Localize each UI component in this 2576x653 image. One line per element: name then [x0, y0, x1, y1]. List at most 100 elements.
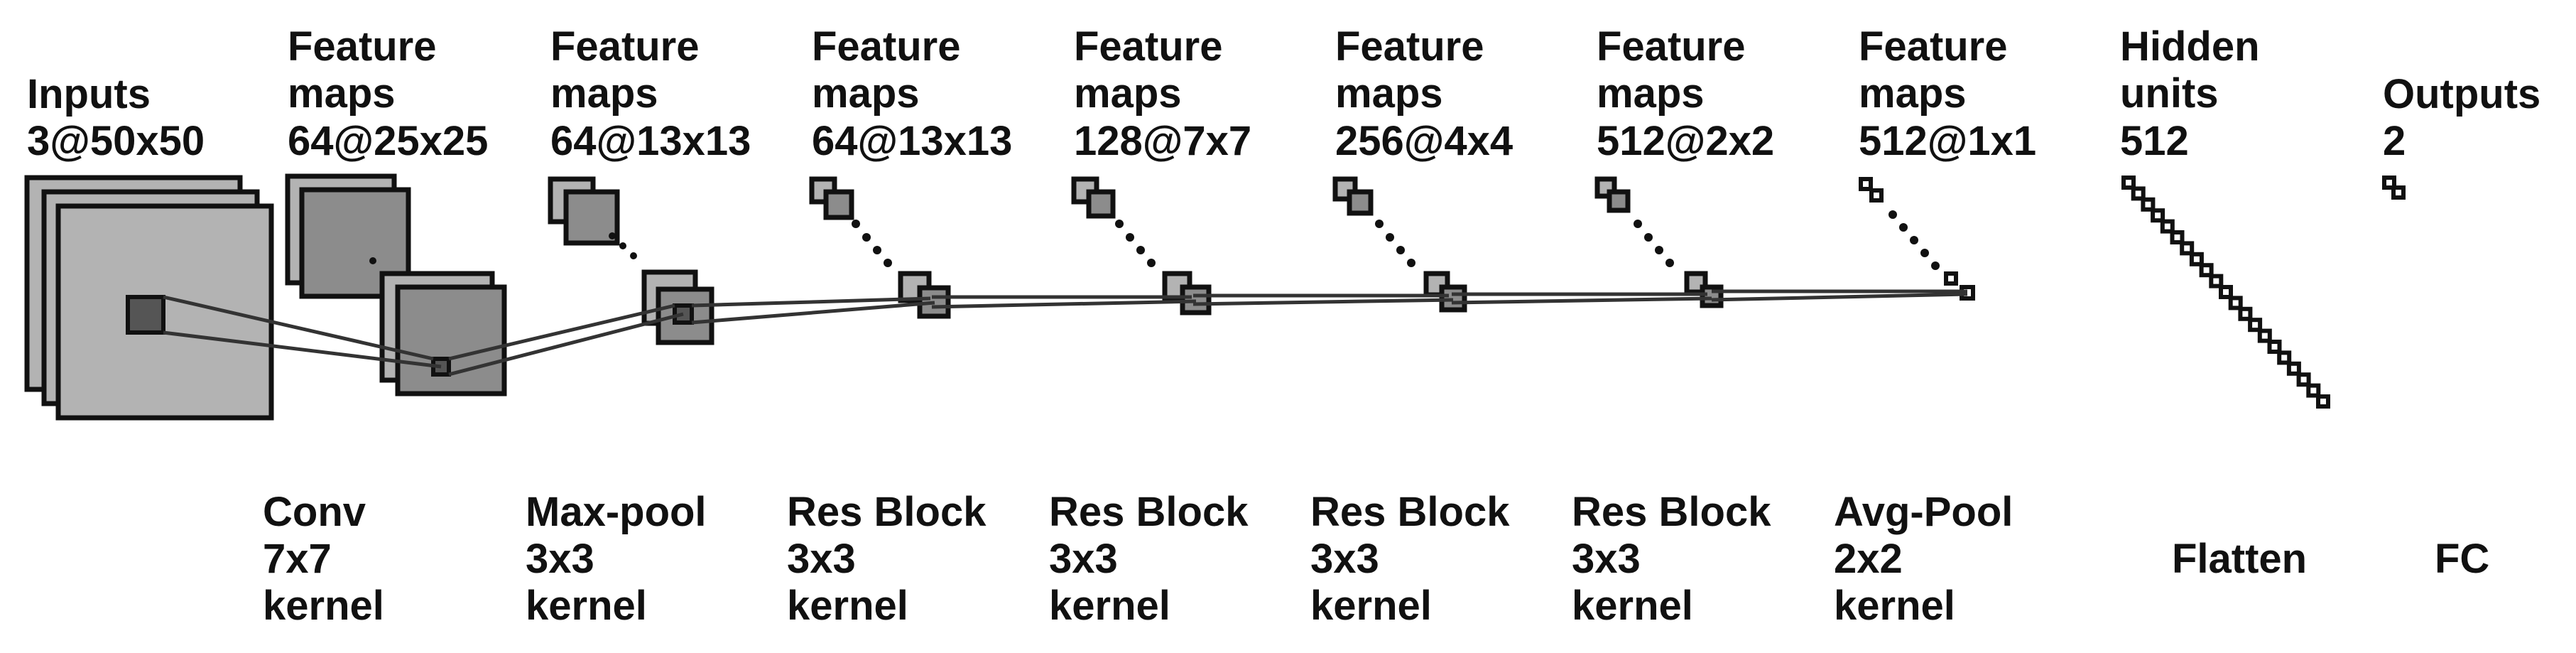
- connection-line: [1451, 296, 1712, 305]
- ellipsis-dot: [1888, 210, 1897, 219]
- ellipsis-dot: [884, 259, 892, 267]
- feature-map: [563, 189, 620, 246]
- fm6-title-line3: 512@2x2: [1597, 118, 1774, 164]
- feature-unit: [1869, 188, 1884, 203]
- fm4-title-line3: 128@7x7: [1074, 118, 1251, 164]
- connection-lines: [163, 289, 1968, 377]
- hidden-unit: [2209, 274, 2224, 288]
- avgpool-label-line2: 2x2: [1834, 536, 1903, 582]
- hidden-unit: [2316, 394, 2330, 409]
- hidden-unit: [2257, 328, 2272, 343]
- hidden-unit: [2170, 230, 2185, 244]
- res4-label-line2: 3x3: [1572, 536, 1641, 582]
- ellipsis-dot: [1115, 220, 1124, 228]
- ellipsis-dot: [1386, 233, 1394, 242]
- res3-label-line2: 3x3: [1310, 536, 1379, 582]
- hidden-title-line2: units: [2120, 70, 2219, 117]
- ellipsis-dot: [1126, 233, 1134, 242]
- connection-line: [163, 295, 434, 361]
- connection-line: [1711, 292, 1968, 302]
- fm5-title-line2: maps: [1335, 70, 1443, 117]
- hidden-unit: [2131, 186, 2146, 201]
- res1-label-line2: 3x3: [787, 536, 856, 582]
- fm3-stack: [809, 176, 951, 319]
- outputs-title-line1: Outputs: [2383, 71, 2540, 117]
- input-stack: [24, 175, 274, 421]
- outputs-title-line2: 2: [2383, 118, 2406, 164]
- ellipsis-dot: [1396, 246, 1405, 254]
- hidden-unit: [2277, 350, 2292, 365]
- hidden-unit: [2219, 285, 2233, 299]
- layer-titles: Inputs 3@50x50 Feature maps 64@25x25 Fea…: [27, 23, 2540, 164]
- conv-label-line2: 7x7: [263, 536, 332, 582]
- fm2-title-line3: 64@13x13: [550, 118, 751, 164]
- ellipsis-dot: [1634, 220, 1642, 228]
- hidden-unit: [2141, 197, 2156, 212]
- res2-label-line1: Res Block: [1049, 489, 1249, 535]
- inputs-title-line2: 3@50x50: [27, 118, 205, 164]
- feature-map: [1347, 189, 1374, 216]
- hidden-unit: [2121, 176, 2136, 190]
- ellipsis-dot: [609, 232, 616, 239]
- ellipsis-dot: [1899, 223, 1908, 232]
- hidden-unit: [2248, 318, 2263, 333]
- hidden-unit: [2199, 263, 2214, 278]
- connection-line: [691, 301, 935, 325]
- hidden-title-line3: 512: [2120, 118, 2189, 164]
- res3-label-line1: Res Block: [1310, 489, 1510, 535]
- fm7-title-line2: maps: [1859, 70, 1967, 117]
- fm7-stack: [1859, 177, 1975, 301]
- fm1-title-line1: Feature: [288, 23, 437, 70]
- ellipsis-dot: [1920, 249, 1929, 257]
- res3-label-line3: kernel: [1310, 583, 1432, 629]
- fm6-title-line1: Feature: [1597, 23, 1746, 70]
- conv-label-line3: kernel: [263, 583, 384, 629]
- maxpool-label-line1: Max-pool: [526, 489, 707, 535]
- fm4-title-line1: Feature: [1074, 23, 1223, 70]
- hidden-title-line1: Hidden: [2120, 23, 2260, 70]
- ellipsis-dot: [1375, 220, 1384, 228]
- ellipsis-dot: [1665, 259, 1674, 267]
- avgpool-label-line1: Avg-Pool: [1834, 489, 2013, 535]
- hidden-unit: [2306, 383, 2321, 398]
- connection-line: [448, 303, 675, 361]
- output-unit: [2391, 185, 2406, 200]
- ellipsis-dot: [1147, 259, 1156, 267]
- hidden-unit: [2189, 252, 2204, 266]
- fm4-title-line2: maps: [1074, 70, 1182, 117]
- ellipsis-dot: [369, 257, 376, 264]
- ellipsis-dot: [630, 252, 637, 259]
- fm4-stack: [1071, 176, 1212, 315]
- res1-label-line3: kernel: [787, 583, 908, 629]
- res4-label-line1: Res Block: [1572, 489, 1771, 535]
- fm5-title-line1: Feature: [1335, 23, 1484, 70]
- maxpool-label-line2: 3x3: [526, 536, 594, 582]
- fm7-title-line3: 512@1x1: [1859, 118, 2036, 164]
- fc-label: FC: [2435, 536, 2489, 582]
- fm5-title-line3: 256@4x4: [1335, 118, 1513, 164]
- fm6-stack: [1594, 176, 1724, 308]
- feature-map: [395, 284, 507, 396]
- hidden-unit: [2238, 306, 2253, 321]
- feature-map: [1332, 176, 1358, 202]
- connection-line: [1192, 298, 1454, 306]
- conv-label-line1: Conv: [263, 489, 366, 535]
- ellipsis-dot: [1655, 246, 1663, 254]
- feature-map: [823, 189, 854, 220]
- ellipsis-dot: [1644, 233, 1653, 242]
- operation-labels: Conv 7x7 kernel Max-pool 3x3 kernel Res …: [263, 489, 2489, 629]
- feature-map: [1607, 189, 1631, 213]
- output-units: [2382, 176, 2406, 200]
- fm5-stack: [1332, 176, 1467, 313]
- fm3-title-line3: 64@13x13: [812, 118, 1012, 164]
- fm3-title-line1: Feature: [812, 23, 961, 70]
- hidden-unit: [2160, 219, 2175, 234]
- conv-receptive-field: [126, 295, 165, 335]
- fm3-title-line2: maps: [812, 70, 920, 117]
- ellipsis-dot: [1931, 261, 1940, 270]
- hidden-unit: [2267, 340, 2282, 354]
- connection-line: [448, 312, 684, 377]
- feature-unit: [1944, 271, 1958, 286]
- ellipsis-dot: [1910, 236, 1918, 244]
